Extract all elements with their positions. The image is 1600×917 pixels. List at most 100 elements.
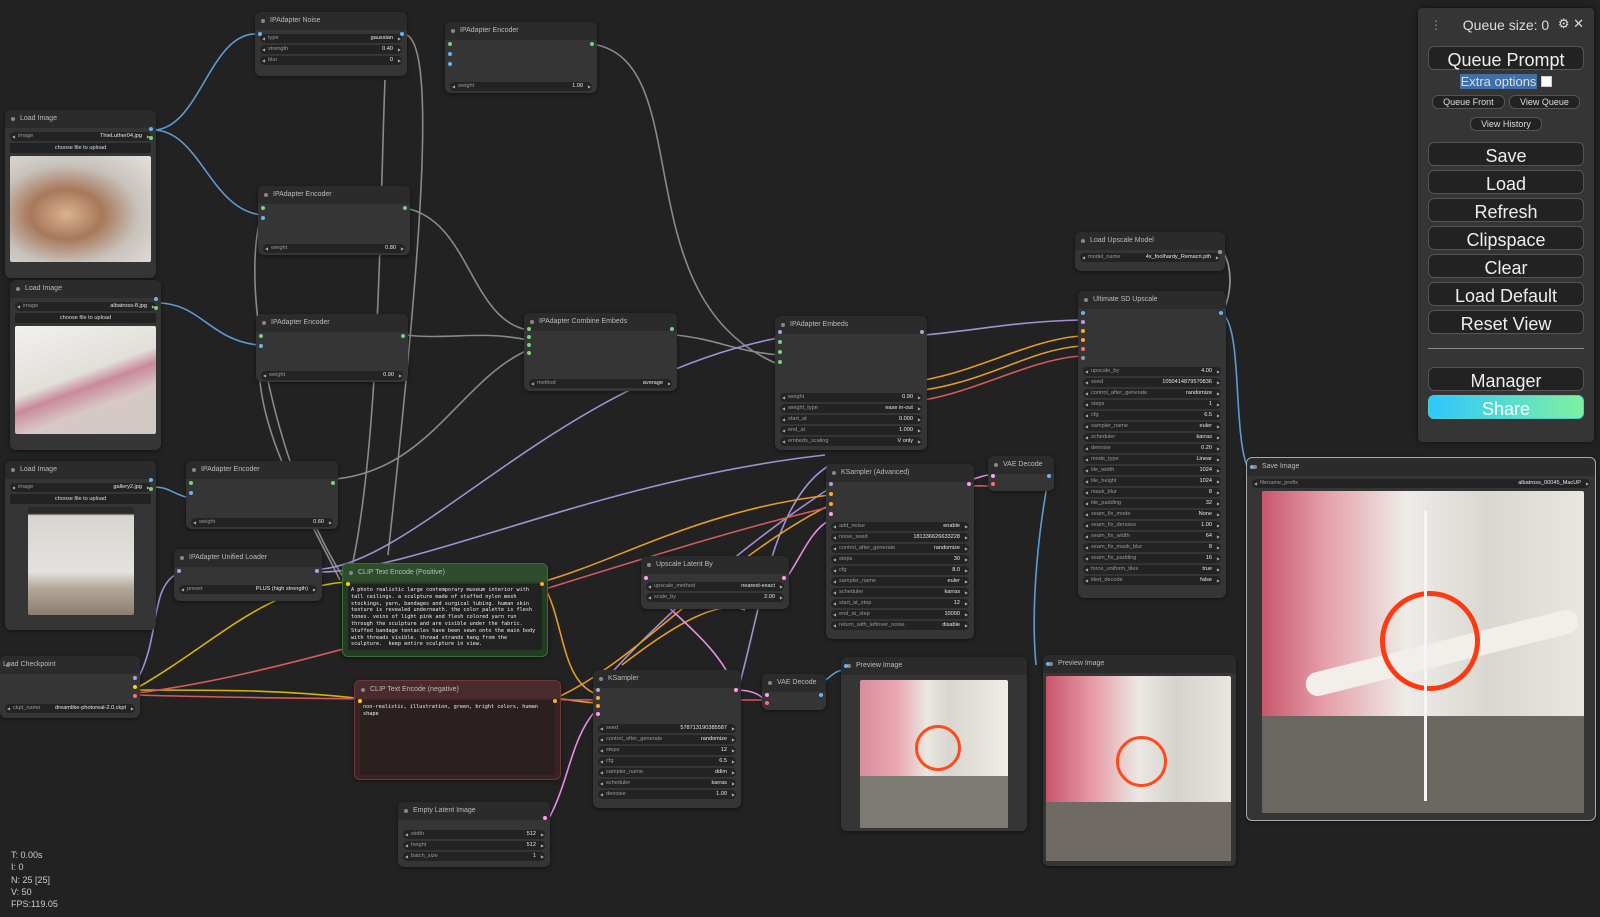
- input-slot[interactable]: [259, 344, 263, 348]
- manager-button[interactable]: Manager: [1428, 367, 1584, 391]
- queue-front-button[interactable]: Queue Front: [1432, 95, 1505, 109]
- choose-file-button[interactable]: choose file to upload: [15, 313, 156, 323]
- input-slot[interactable]: [1081, 320, 1085, 324]
- drag-handle-icon[interactable]: ⋮: [1430, 18, 1442, 32]
- input-slot[interactable]: [596, 704, 600, 708]
- input-slot[interactable]: [778, 350, 782, 354]
- vae-decode-node-1[interactable]: VAE Decode: [762, 674, 826, 710]
- input-slot[interactable]: [259, 334, 263, 338]
- input-slot[interactable]: [258, 32, 262, 36]
- input-slot[interactable]: [261, 206, 265, 210]
- input-slot[interactable]: [1250, 465, 1254, 469]
- load-checkpoint-node[interactable]: Load Checkpoint ckpt_namedreamlike-photo…: [0, 656, 140, 718]
- choose-file-button[interactable]: choose file to upload: [10, 143, 151, 153]
- input-slot[interactable]: [765, 693, 769, 697]
- output-slot[interactable]: [819, 693, 823, 697]
- preview-image-node-1[interactable]: Preview Image: [841, 657, 1027, 831]
- input-slot[interactable]: [844, 664, 848, 668]
- output-slot[interactable]: [315, 569, 319, 573]
- share-button[interactable]: Share: [1428, 395, 1584, 419]
- input-slot[interactable]: [1081, 329, 1085, 333]
- output-slot[interactable]: [154, 297, 158, 301]
- input-slot[interactable]: [448, 42, 452, 46]
- choose-file-button[interactable]: choose file to upload: [10, 494, 151, 504]
- output-slot[interactable]: [590, 42, 594, 46]
- scale-by-slider[interactable]: scale_by2.00: [646, 593, 784, 602]
- output-slot[interactable]: [149, 127, 153, 131]
- clip-text-encode-negative-node[interactable]: CLIP Text Encode (negative) non-realisti…: [354, 680, 561, 780]
- output-slot[interactable]: [149, 487, 153, 491]
- input-slot[interactable]: [778, 360, 782, 364]
- input-slot[interactable]: [778, 330, 782, 334]
- preview-image-node-2[interactable]: Preview Image: [1043, 655, 1236, 866]
- output-slot[interactable]: [149, 136, 153, 140]
- close-icon[interactable]: ✕: [1573, 16, 1584, 31]
- input-slot[interactable]: [1046, 662, 1050, 666]
- output-slot[interactable]: [920, 330, 924, 334]
- input-slot[interactable]: [346, 582, 350, 586]
- extra-options-toggle[interactable]: Extra options: [1418, 74, 1594, 89]
- input-slot[interactable]: [596, 688, 600, 692]
- output-slot[interactable]: [734, 688, 738, 692]
- view-history-button[interactable]: View History: [1470, 117, 1542, 131]
- clip-text-encode-positive-node[interactable]: CLIP Text Encode (Positive) A photo real…: [342, 563, 548, 657]
- load-default-button[interactable]: Load Default: [1428, 282, 1584, 306]
- clipspace-button[interactable]: Clipspace: [1428, 226, 1584, 250]
- prompt-textarea[interactable]: A photo realistic large contemporary mus…: [348, 584, 542, 650]
- input-slot[interactable]: [527, 335, 531, 339]
- refresh-button[interactable]: Refresh: [1428, 198, 1584, 222]
- output-slot[interactable]: [967, 482, 971, 486]
- input-slot[interactable]: [829, 482, 833, 486]
- input-slot[interactable]: [991, 482, 995, 486]
- output-slot[interactable]: [782, 576, 786, 580]
- input-slot[interactable]: [829, 512, 833, 516]
- output-slot[interactable]: [553, 699, 557, 703]
- input-slot[interactable]: [829, 492, 833, 496]
